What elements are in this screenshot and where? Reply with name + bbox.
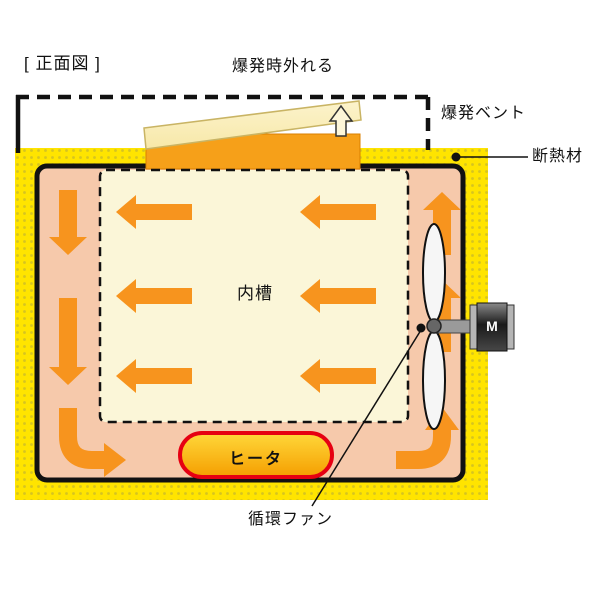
circulation-fan-label: 循環ファン — [248, 511, 334, 528]
page-title: [ 正面図 ] — [24, 54, 101, 73]
circulation-fan — [422, 223, 515, 430]
heater-label: ヒータ — [228, 451, 283, 468]
motor-label: M — [486, 318, 498, 334]
heater — [178, 431, 334, 479]
up-arrow — [423, 192, 461, 255]
vent-lift-arrow-icon — [328, 104, 354, 137]
left-arrow — [116, 195, 192, 229]
airflow-arrows — [49, 190, 461, 477]
vent-detach-label: 爆発時外れる — [232, 58, 335, 75]
elbow-arrowhead — [104, 443, 126, 477]
fan-hub — [426, 318, 442, 334]
explosion-vent-label: 爆発ベント — [441, 105, 527, 122]
elbow-arrow-up — [396, 430, 451, 469]
down-arrow — [49, 190, 87, 255]
fan-leader-dot — [416, 323, 426, 333]
left-arrow — [116, 279, 192, 313]
fan-blade — [422, 330, 446, 430]
inner-tank — [98, 168, 410, 424]
insulation-label: 断熱材 — [532, 148, 584, 165]
fan-blade — [422, 223, 446, 323]
left-arrow — [300, 195, 376, 229]
fan-leader-line — [311, 329, 422, 507]
vent-lid — [143, 100, 362, 150]
insulation-leader-dot — [451, 152, 461, 162]
elbow-arrow-right — [59, 408, 104, 469]
motor-end-cap — [506, 304, 515, 350]
down-arrow — [49, 298, 87, 385]
inner-tank-label: 内槽 — [237, 284, 273, 303]
motor-body — [476, 302, 508, 352]
left-arrow — [300, 359, 376, 393]
left-arrow — [116, 359, 192, 393]
left-arrow — [300, 279, 376, 313]
